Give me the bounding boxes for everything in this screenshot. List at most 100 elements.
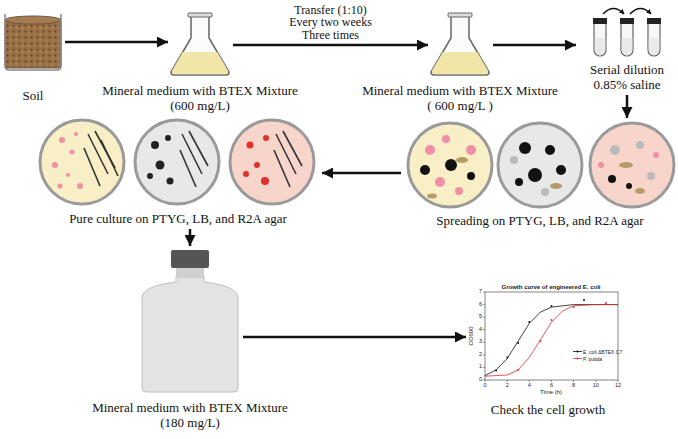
colony: [445, 159, 457, 171]
data-point: [517, 369, 519, 371]
flask-rim: [448, 13, 472, 17]
colony: [653, 152, 659, 158]
axis-ticks: [483, 292, 618, 382]
tick-label: 3: [479, 340, 482, 346]
tick-label: 0: [479, 377, 482, 383]
process-step: Check the cell growth: [468, 280, 628, 396]
data-point: [605, 302, 607, 304]
tick-label: 8: [572, 383, 575, 389]
bottle-body: [142, 276, 238, 392]
streak: [274, 150, 290, 187]
colony: [70, 150, 75, 155]
agar-plate: [590, 123, 674, 207]
data-point: [528, 321, 530, 323]
transfer-arrow: [603, 9, 624, 15]
step-caption: Soil: [0, 88, 73, 103]
legend-marker: [577, 358, 579, 360]
colony: [77, 183, 83, 189]
legend-line: [573, 351, 582, 352]
axis-label: OD600: [468, 326, 474, 345]
process-step: Mineral medium with BTEX Mixture (600 mg…: [170, 14, 230, 76]
colony: [515, 178, 523, 186]
test-tube: [594, 24, 606, 56]
streak: [84, 148, 100, 186]
colony: [610, 145, 620, 155]
step-caption: Mineral medium with BTEX Mixture (180 mg…: [91, 400, 290, 430]
colony: [58, 184, 63, 189]
colony: [626, 183, 632, 189]
colony: [550, 183, 562, 189]
legend-sample: [573, 356, 582, 361]
flask-rim: [188, 13, 212, 17]
tick-label: 10: [593, 383, 599, 389]
tick-label: 7: [479, 289, 482, 295]
colony: [147, 173, 153, 179]
plot-frame: [485, 292, 618, 380]
process-step: Serial dilution 0.85% saline: [578, 4, 676, 92]
colony: [545, 145, 555, 155]
flask-medium: [432, 52, 488, 74]
growth-curve: [485, 305, 618, 376]
tube-cap: [647, 18, 661, 24]
tick-label: 6: [550, 383, 553, 389]
data-point: [583, 299, 585, 301]
agar-plate: [135, 120, 219, 204]
colony: [598, 162, 604, 168]
colony: [420, 165, 430, 175]
flow-arrow: [322, 172, 401, 175]
legend-line: [573, 358, 582, 359]
colony: [647, 172, 655, 180]
streak: [101, 140, 118, 176]
data-point: [506, 357, 508, 359]
colony: [456, 157, 468, 163]
step-caption: Pure culture on PTYG, LB, and R2A agar: [36, 211, 320, 226]
process-step: Mineral medium with BTEX Mixture ( 600 m…: [430, 14, 490, 76]
tube-liquid: [595, 38, 606, 55]
process-step: Soil: [4, 12, 62, 70]
colony: [619, 162, 633, 168]
flask: [431, 13, 489, 75]
step-caption: Serial dilution 0.85% saline: [578, 62, 676, 92]
tick-label: 4: [479, 327, 482, 333]
colony: [243, 171, 249, 177]
pure-culture-plates: [40, 120, 314, 204]
process-step: Pure culture on PTYG, LB, and R2A agar: [36, 116, 320, 226]
legend-marker: [577, 351, 579, 353]
data-point: [495, 370, 497, 372]
beaker-outline: [5, 14, 61, 70]
colony: [59, 137, 65, 143]
colony: [510, 156, 518, 164]
flow-arrow: [626, 95, 629, 118]
chart-title: Growth curve of engineered E. coli: [501, 284, 600, 290]
streak: [189, 131, 208, 166]
process-step: Mineral medium with BTEX Mixture (180 mg…: [140, 248, 240, 394]
agar-plate: [498, 123, 582, 207]
colony: [165, 135, 171, 141]
colony: [151, 141, 159, 149]
colony: [261, 177, 269, 185]
growth-chart: [483, 292, 618, 382]
spreading-plates: [408, 123, 674, 207]
tube-liquid: [622, 38, 633, 55]
colony: [435, 177, 445, 187]
tick-label: 12: [615, 383, 621, 389]
tube-cap: [620, 18, 634, 24]
data-point: [551, 319, 553, 321]
transfer-arrow: [630, 9, 651, 15]
process-step: Spreading on PTYG, LB, and R2A agar: [404, 120, 676, 228]
colony: [541, 188, 549, 196]
colony: [442, 135, 450, 143]
colony: [156, 161, 165, 170]
streak: [88, 134, 108, 174]
flow-arrow: [233, 44, 428, 47]
tube-liquid: [649, 38, 660, 55]
flask-medium: [172, 52, 228, 74]
colony: [425, 145, 435, 155]
colony: [66, 173, 70, 177]
test-tubes: [593, 9, 661, 57]
colony: [528, 168, 542, 182]
